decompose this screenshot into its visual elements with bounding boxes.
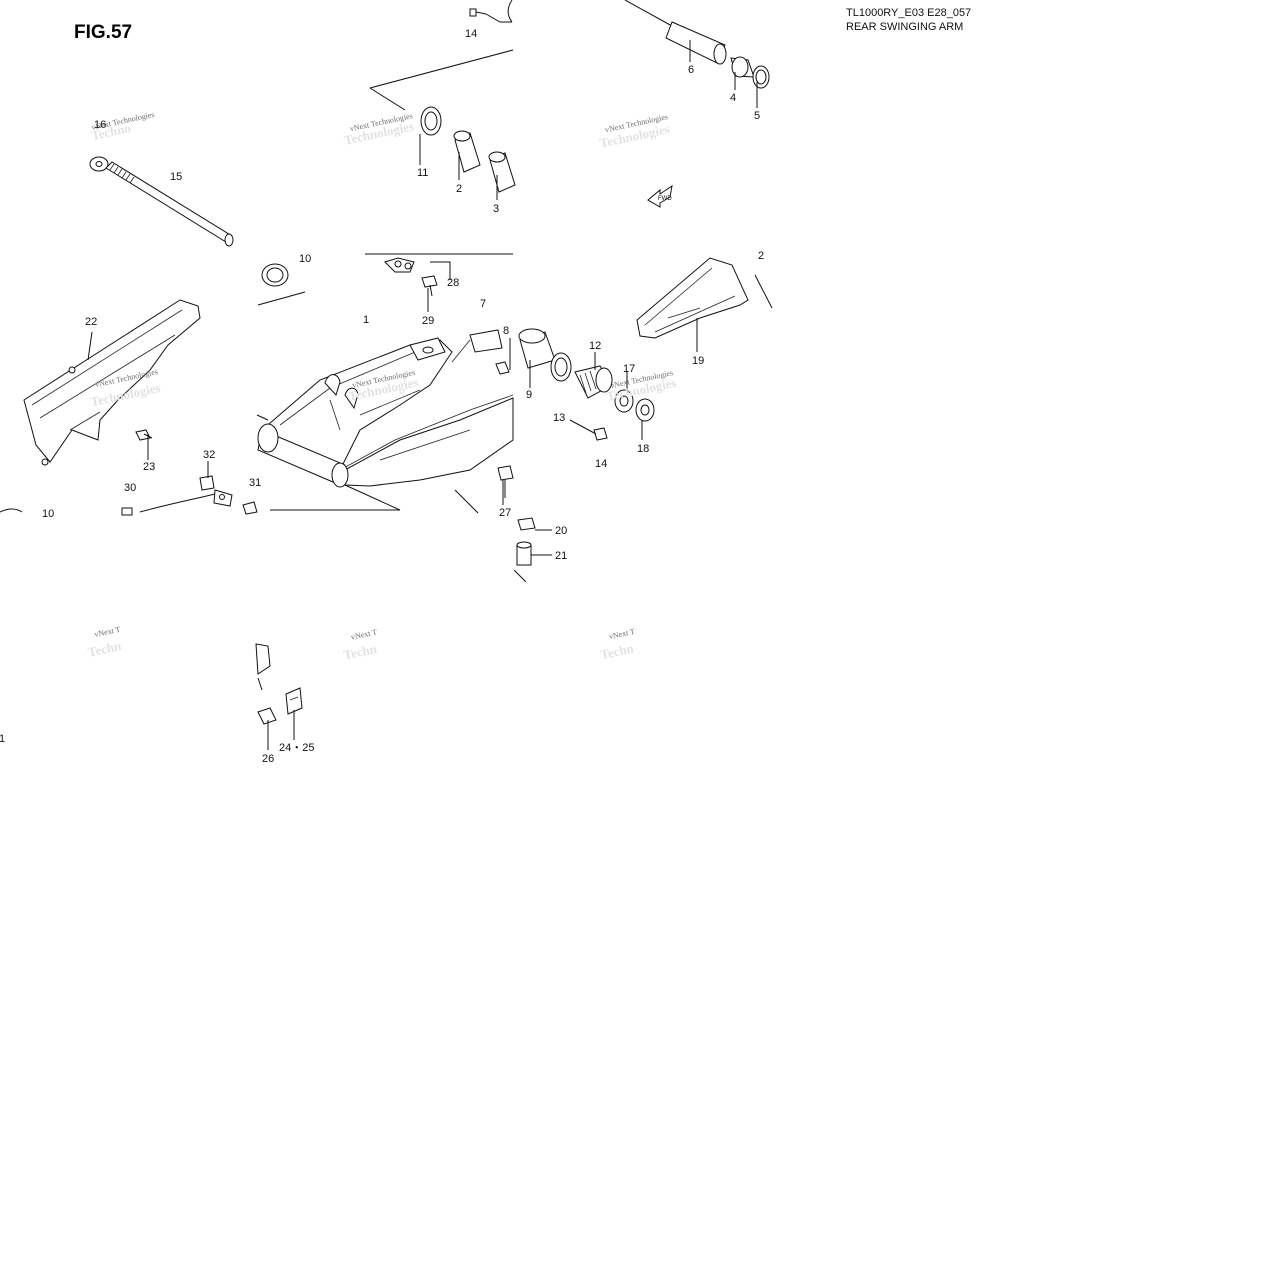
washer-part-b [635, 398, 655, 422]
callout-2: 2 [456, 183, 462, 195]
pivot-shaft-part [89, 156, 234, 247]
callout-numbers: 14 6 4 5 16 15 11 2 3 10 28 7 1 29 8 22 … [0, 28, 764, 765]
bolt-part [469, 0, 513, 23]
collar-part [518, 328, 556, 369]
bolt-part-c [421, 275, 438, 297]
callout-10: 10 [299, 253, 311, 265]
callout-4: 4 [730, 92, 736, 104]
nut-part [199, 475, 215, 491]
chain-guide-part [636, 257, 773, 339]
dust-seal-part [752, 65, 770, 89]
callout-2b: 2 [758, 250, 764, 262]
callout-27: 27 [499, 507, 511, 519]
bolt-head-part [517, 517, 536, 531]
callout-19: 19 [692, 355, 704, 367]
clip-part [285, 687, 303, 715]
sleeve-part [513, 541, 532, 583]
spacer-tube-part [665, 21, 727, 65]
svg-text:vNext T: vNext T [350, 627, 378, 641]
svg-text:vNext T: vNext T [94, 625, 122, 639]
leader-lines [87, 40, 758, 750]
bolt-part-h [257, 707, 277, 725]
swinging-arm-part [257, 337, 514, 488]
callout-9: 9 [526, 389, 532, 401]
svg-text:FWD: FWD [658, 196, 672, 202]
svg-text:Techn: Techn [599, 640, 636, 662]
callout-17: 17 [623, 363, 635, 375]
callout-8: 8 [503, 325, 509, 337]
bushing-part [261, 263, 289, 287]
callout-15: 15 [170, 171, 182, 183]
callout-1b: 1 [0, 733, 5, 745]
callout-21: 21 [555, 550, 567, 562]
bolt-part-e [569, 419, 608, 441]
callout-11: 11 [417, 167, 428, 179]
hose-clamp-part [384, 257, 415, 273]
callout-23: 23 [143, 461, 155, 473]
svg-text:Techn: Techn [342, 641, 379, 663]
cap-part [0, 507, 133, 516]
callout-10b: 10 [42, 508, 54, 520]
forward-arrow-icon: FWD [647, 184, 673, 208]
callout-13: 13 [553, 412, 565, 424]
callout-6: 6 [688, 64, 694, 76]
callout-24-25: 24・25 [279, 742, 314, 754]
callout-3: 3 [493, 203, 499, 215]
bracket-plate-part [451, 329, 503, 363]
callout-1: 1 [363, 314, 369, 326]
bolt-part-g [497, 465, 514, 498]
callout-26: 26 [262, 753, 274, 765]
washer-part [614, 389, 634, 413]
callout-31: 31 [249, 477, 261, 489]
figure-label: FIG.57 [74, 22, 133, 43]
seal-ring-part [550, 352, 572, 382]
callout-28: 28 [447, 277, 459, 289]
fragment-part [255, 643, 271, 691]
callout-5: 5 [754, 110, 760, 122]
oil-seal-part [420, 106, 442, 136]
callout-14: 14 [465, 28, 477, 40]
bolt-part-b [135, 429, 153, 441]
svg-text:vNext T: vNext T [608, 627, 636, 641]
callout-22: 22 [85, 316, 97, 328]
bearing-part-b [488, 151, 516, 193]
figure-code: TL1000RY_E03 E28_057 [846, 7, 972, 19]
callout-20: 20 [555, 525, 567, 537]
callout-12: 12 [589, 340, 601, 352]
callout-16: 16 [94, 119, 106, 131]
bearing-part [453, 130, 481, 173]
callout-32: 32 [203, 449, 215, 461]
svg-text:Techn: Techn [87, 638, 124, 660]
needle-bearing-part [730, 56, 755, 78]
callout-29: 29 [422, 315, 434, 327]
bolt-part-f [242, 501, 258, 515]
chain-adjuster-part [574, 365, 613, 399]
callout-7: 7 [480, 298, 486, 310]
callout-18: 18 [637, 443, 649, 455]
figure-title: REAR SWINGING ARM [846, 21, 964, 33]
callout-30: 30 [124, 482, 136, 494]
callout-14b: 14 [595, 458, 607, 470]
bolt-part-d [495, 361, 510, 375]
clamp-part [139, 489, 233, 513]
chain-case-part [23, 299, 201, 466]
